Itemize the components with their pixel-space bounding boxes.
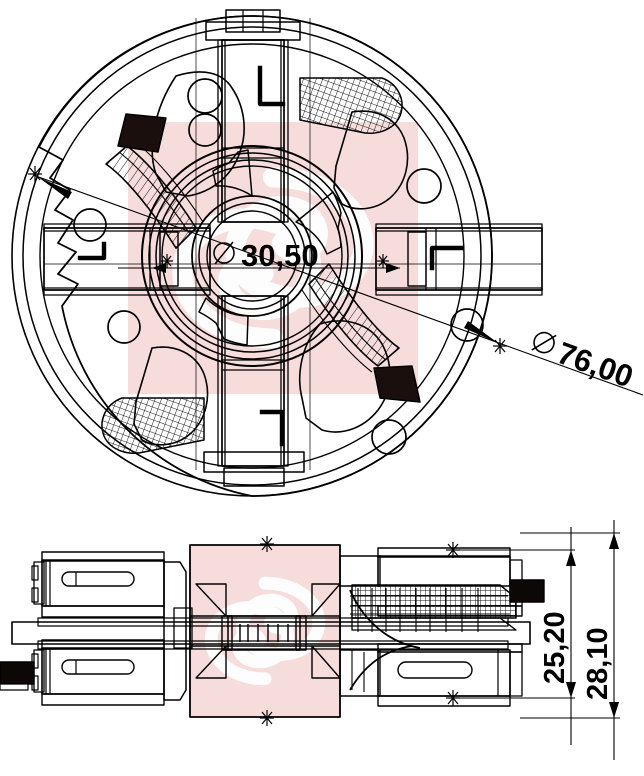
brush-holder-east — [375, 223, 543, 296]
hub-spoke-3 — [198, 297, 249, 346]
section-view — [0, 536, 545, 726]
dimension-inner-height: 25,20 — [455, 527, 576, 745]
carbon-brush-lower-right — [373, 365, 421, 403]
section-left-upper-block — [31, 551, 165, 618]
dimension-value-overall-height: 28,10 — [582, 627, 614, 700]
brush-holder-north — [205, 9, 301, 223]
section-right-lead-wire — [509, 579, 545, 603]
section-right-hatch-detail — [350, 588, 510, 694]
hub-spoke-1 — [212, 149, 253, 197]
spring-block-sw — [101, 397, 205, 454]
outer-dim-leader-line — [32, 174, 644, 396]
dimension-value-inner-height: 25,20 — [539, 611, 571, 684]
corner-mark-top — [257, 65, 286, 107]
outer-dim-tick-start — [28, 166, 42, 182]
section-shaft — [11, 615, 531, 651]
carbon-brush-upper-left — [117, 113, 167, 153]
mounting-holes — [73, 78, 484, 455]
plan-view — [11, 9, 543, 497]
casting-outline — [38, 15, 493, 497]
dim-tick-right — [377, 254, 389, 268]
dimension-value-bore: 30,50 — [241, 238, 319, 273]
section-left-lead-wire — [0, 661, 35, 691]
section-right-spring-upper — [349, 584, 517, 649]
section-left-collar — [163, 561, 193, 701]
construction-lines — [44, 18, 542, 470]
dimension-overall-height: 28,10 — [520, 520, 620, 760]
dimension-bore-diameter: 30,50 — [118, 238, 400, 273]
outer-dim-tick-end — [493, 338, 507, 354]
section-right-lower-block — [339, 643, 523, 707]
outer-diameter-circle-inner — [22, 26, 482, 486]
center-hub — [141, 145, 363, 367]
watermark-section-view — [190, 545, 340, 717]
dim-tick-left — [161, 254, 173, 268]
diameter-symbol-outer — [531, 331, 557, 354]
corner-mark-left — [77, 241, 107, 261]
brush-holder-west — [43, 223, 211, 296]
corner-mark-bottom — [259, 409, 285, 447]
bore-circle-inner — [198, 202, 306, 310]
brush-holder-south — [203, 295, 305, 487]
corner-mark-right — [429, 245, 465, 271]
hub-spoke-2 — [295, 191, 342, 255]
corner-marks — [77, 65, 465, 447]
spring-block-ne — [299, 77, 403, 134]
